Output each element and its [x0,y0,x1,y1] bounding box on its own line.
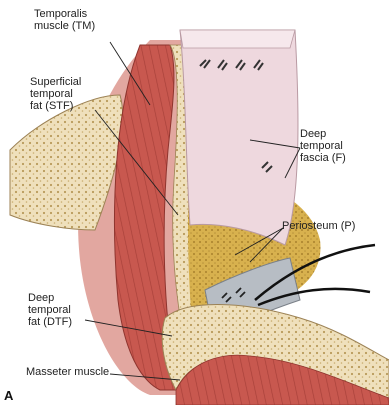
label-deep-temporal-fat: Deep temporal fat (DTF) [28,292,72,328]
label-temporalis-muscle: Temporalis muscle (TM) [34,8,95,32]
panel-letter: A [4,388,13,403]
label-deep-temporal-fascia: Deep temporal fascia (F) [300,128,346,164]
label-masseter-muscle: Masseter muscle [26,366,109,378]
label-superficial-temporal-fat: Superficial temporal fat (STF) [30,76,81,112]
deep-fascia [180,30,298,245]
label-periosteum: Periosteum (P) [282,220,355,232]
